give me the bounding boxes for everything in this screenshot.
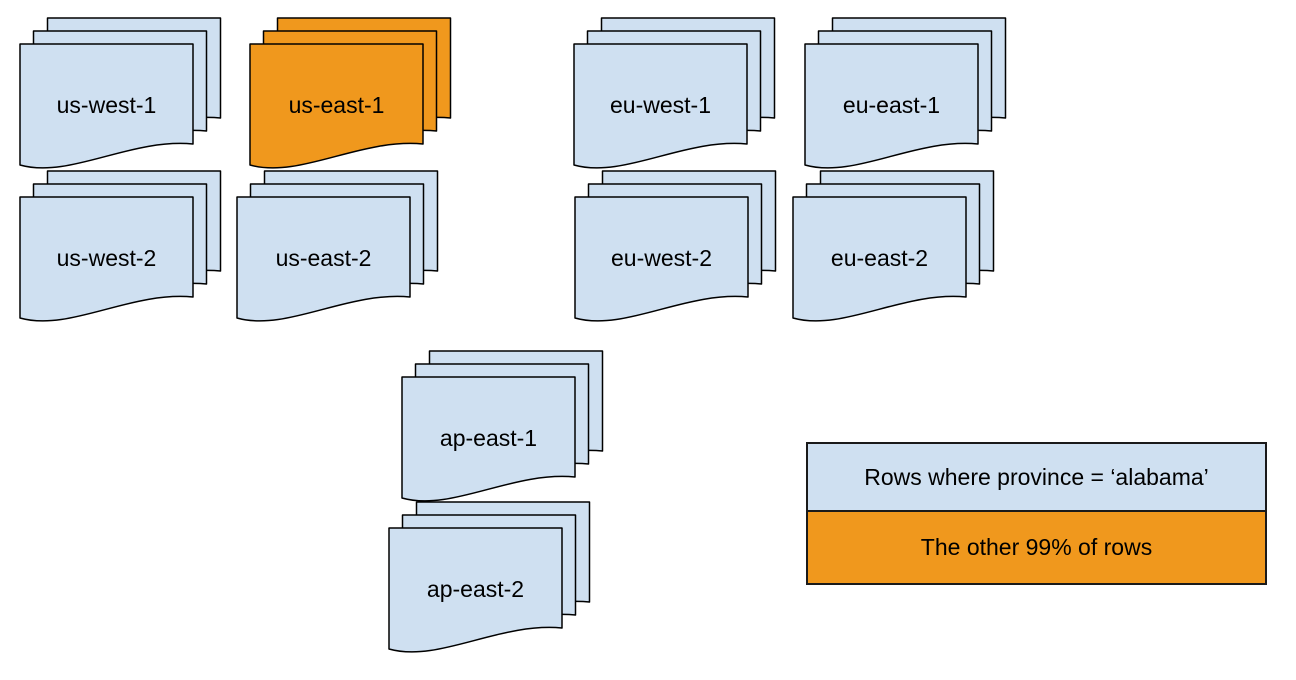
- legend-row-orange: The other 99% of rows: [808, 512, 1265, 583]
- document-pages-icon: [401, 350, 604, 502]
- document-pages-icon: [249, 17, 452, 169]
- document-stack-us-east-2: us-east-2: [236, 169, 440, 327]
- document-stack-us-east-1: us-east-1: [249, 16, 453, 174]
- document-stack-eu-west-1: eu-west-1: [573, 16, 777, 174]
- document-pages-icon: [574, 170, 777, 322]
- legend-label-blue: Rows where province = ‘alabama’: [864, 463, 1209, 490]
- document-stack-ap-east-2: ap-east-2: [388, 500, 592, 658]
- document-stack-eu-east-2: eu-east-2: [792, 169, 996, 327]
- document-pages-icon: [804, 17, 1007, 169]
- document-stack-us-west-2: us-west-2: [19, 169, 223, 327]
- document-pages-icon: [236, 170, 439, 322]
- document-stack-eu-west-2: eu-west-2: [574, 169, 778, 327]
- document-stack-eu-east-1: eu-east-1: [804, 16, 1008, 174]
- document-pages-icon: [388, 501, 591, 653]
- legend-label-orange: The other 99% of rows: [920, 534, 1153, 560]
- legend-row-blue: Rows where province = ‘alabama’: [808, 444, 1265, 512]
- document-stack-us-west-1: us-west-1: [19, 16, 223, 174]
- document-pages-icon: [19, 170, 222, 322]
- legend: Rows where province = ‘alabama’ The othe…: [806, 442, 1267, 585]
- document-pages-icon: [792, 170, 995, 322]
- document-stack-ap-east-1: ap-east-1: [401, 349, 605, 507]
- document-pages-icon: [573, 17, 776, 169]
- document-pages-icon: [19, 17, 222, 169]
